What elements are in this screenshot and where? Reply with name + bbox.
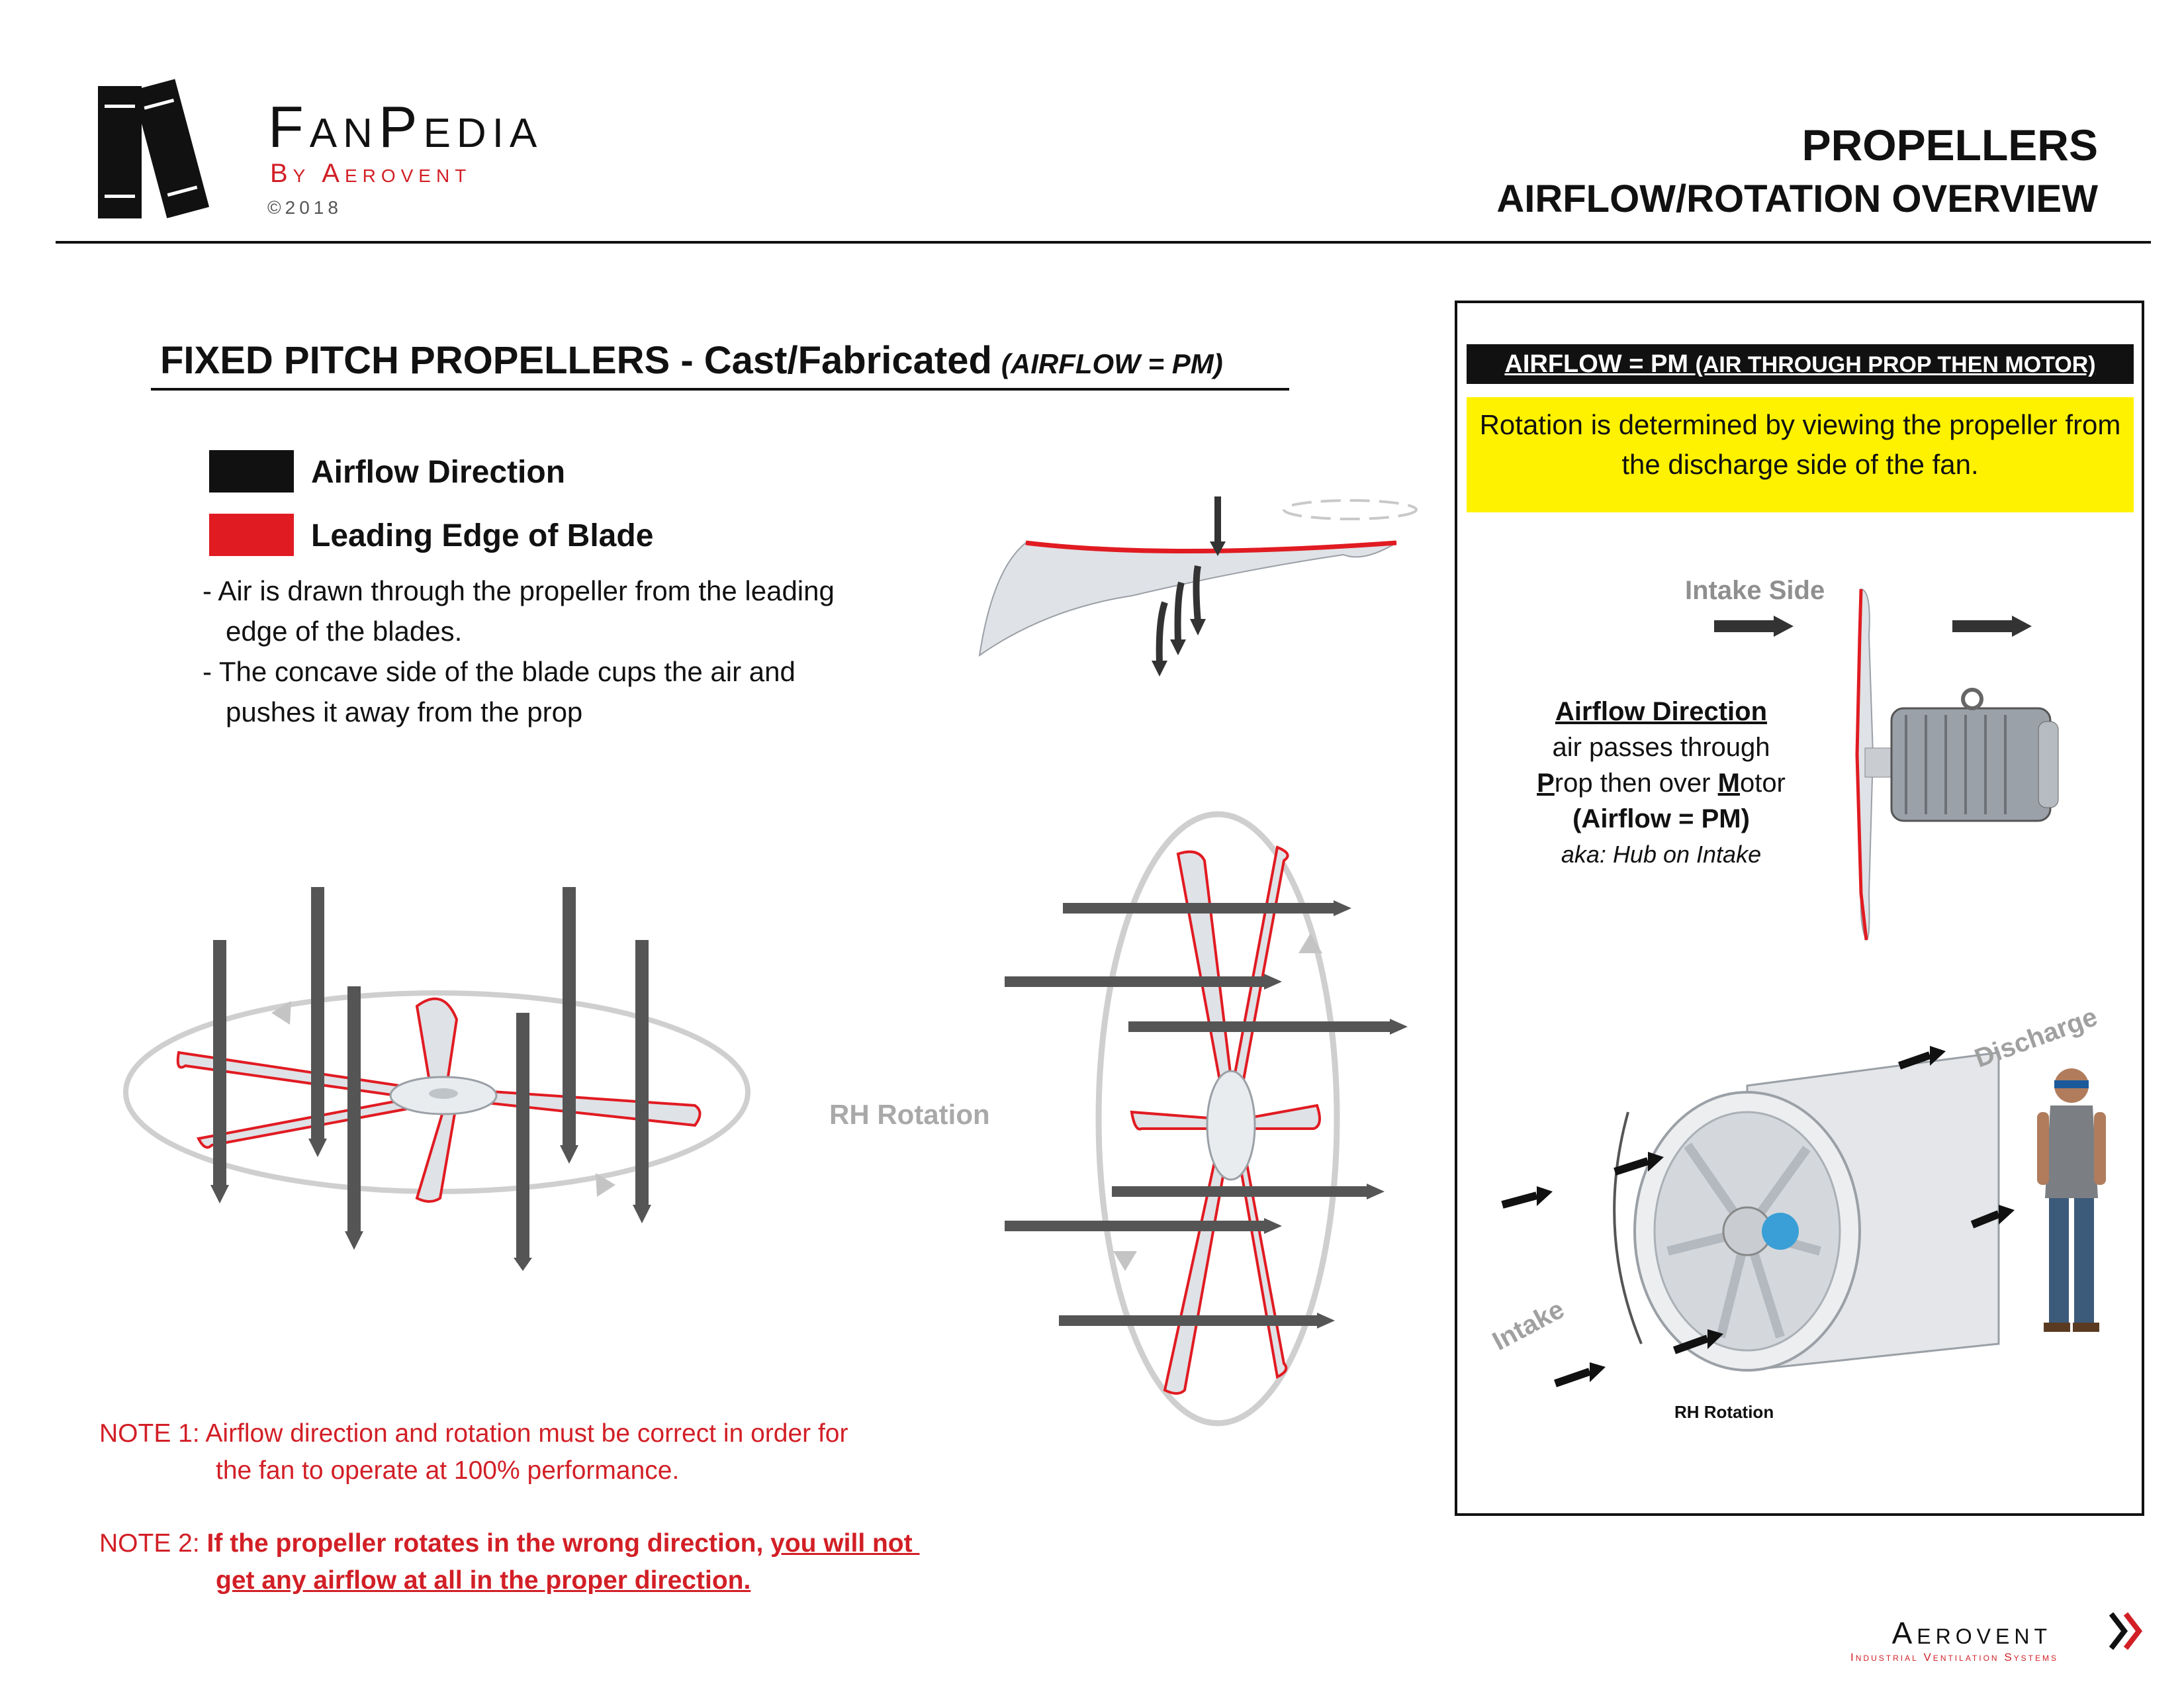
propeller-top-view-illustration: [113, 874, 774, 1271]
airflow-pm-panel: [1455, 301, 2144, 1516]
note-2-continuation: get any airflow at all in the proper dir…: [216, 1562, 751, 1599]
note-2-prefix: NOTE 2:: [99, 1529, 207, 1558]
af-line2-mid: rop then over: [1554, 769, 1718, 798]
books-logo-icon: [98, 78, 237, 224]
note-2: NOTE 2: If the propeller rotates in the …: [99, 1525, 919, 1562]
intake-side-label: Intake Side: [1685, 576, 1825, 605]
propeller-side-view-illustration: [999, 794, 1410, 1430]
note-1: NOTE 1: Airflow direction and rotation m…: [99, 1415, 848, 1452]
page-subtitle: AIRFLOW/ROTATION OVERVIEW: [1496, 177, 2098, 220]
panel-heading: AIRFLOW = PM (AIR THROUGH PROP THEN MOTO…: [1467, 344, 2134, 384]
legend-label-leading-edge: Leading Edge of Blade: [311, 518, 654, 553]
section-title-text: FIXED PITCH PROPELLERS - Cast/Fabricated: [160, 339, 992, 382]
page-title: PROPELLERS: [1801, 120, 2098, 169]
section-title-sub: (AIRFLOW = PM): [1001, 348, 1223, 379]
af-line2-p: P: [1537, 769, 1555, 798]
section-title: FIXED PITCH PROPELLERS - Cast/Fabricated…: [160, 342, 1223, 380]
brand-subtitle: By Aerovent: [270, 159, 472, 188]
note-2-underline: you will not: [770, 1529, 920, 1558]
chevron-right-icon: [2109, 1610, 2146, 1652]
footer-tagline: Industrial Ventilation Systems: [1850, 1651, 2058, 1664]
legend-swatch-airflow: [209, 450, 294, 492]
list-item: - The concave side of the blade cups the…: [203, 656, 796, 687]
blade-airflow-illustration: [966, 490, 1443, 702]
duct-fan-illustration: [1489, 1033, 2124, 1417]
legend-label-airflow: Airflow Direction: [311, 455, 566, 490]
rotation-label-right: RH Rotation: [1674, 1402, 1774, 1422]
list-item: edge of the blades.: [203, 616, 463, 647]
note-1-prefix: NOTE 1:: [99, 1419, 206, 1448]
af-title: Airflow Direction: [1555, 697, 1768, 726]
list-item: pushes it away from the prop: [203, 696, 583, 727]
note-2-underline-continued: get any airflow at all in the proper dir…: [216, 1566, 751, 1595]
prop-motor-illustration: [1707, 583, 2078, 953]
panel-rotation-note: Rotation is determined by viewing the pr…: [1467, 397, 2134, 512]
header-divider: [56, 241, 2151, 244]
af-line1: air passes through: [1552, 733, 1770, 762]
note-1-line1: Airflow direction and rotation must be c…: [205, 1419, 848, 1448]
footer-brand: Aerovent: [1891, 1616, 2052, 1650]
panel-heading-main: AIRFLOW = PM: [1504, 350, 1688, 378]
af-line2-end: otor: [1739, 769, 1786, 798]
description-list: - Air is drawn through the propeller fro…: [203, 571, 970, 732]
note-2-bold: If the propeller rotates in the wrong di…: [206, 1529, 771, 1558]
af-line4: aka: Hub on Intake: [1561, 841, 1762, 868]
af-line2: Prop then over Motor: [1482, 765, 1840, 801]
panel-heading-small: (AIR THROUGH PROP THEN MOTOR): [1695, 352, 2096, 377]
brand-title: FanPedia: [268, 94, 543, 160]
legend-swatch-leading-edge: [209, 514, 294, 556]
rotation-label-left: RH Rotation: [829, 1099, 990, 1130]
airflow-direction-block: Airflow Direction air passes through Pro…: [1482, 694, 1840, 872]
note-1-continuation: the fan to operate at 100% performance.: [216, 1456, 680, 1485]
af-line2-m: M: [1717, 769, 1740, 798]
af-line3: (Airflow = PM): [1572, 804, 1750, 833]
section-divider: [151, 388, 1289, 391]
list-item: - Air is drawn through the propeller fro…: [203, 575, 835, 606]
brand-copyright: ©2018: [267, 197, 342, 218]
